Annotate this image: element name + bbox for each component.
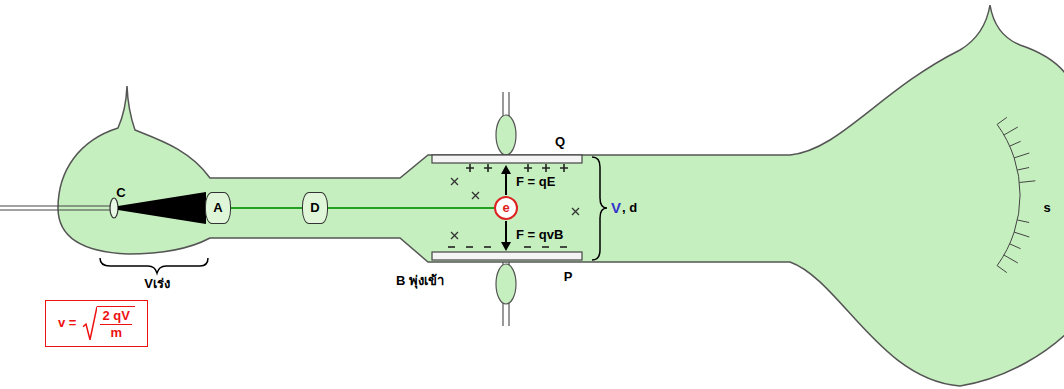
cross-mark: [451, 232, 458, 239]
scale-ticks: [997, 117, 1035, 272]
minus-sign: [466, 246, 473, 248]
scale-arc: [997, 124, 1020, 265]
numerator: 2 qV: [100, 309, 131, 325]
square-root: 2 qVm: [82, 306, 134, 341]
electron-beam: [231, 208, 302, 209]
voltage-label: Vเร่ง: [144, 277, 170, 291]
plate-p: [432, 252, 582, 260]
force-arrow: [505, 172, 507, 195]
cross-mark: [572, 208, 579, 215]
beam-line: [328, 207, 494, 209]
glass-tube: [58, 5, 1064, 386]
plate-q: [432, 155, 582, 163]
electrode-letter: A: [213, 201, 222, 215]
electrode-letter: D: [310, 201, 319, 215]
cross-mark: [472, 192, 479, 199]
force-arrow: [505, 221, 507, 244]
cathode-wire: [0, 210, 112, 211]
minus-sign: [560, 246, 567, 248]
minus-sign: [448, 246, 455, 248]
separation-label: , d: [622, 201, 637, 215]
cathode-wire: [0, 206, 112, 207]
arrowhead: [501, 165, 511, 174]
voltage-symbol: V: [611, 200, 621, 217]
plus-signs: [466, 164, 568, 172]
electron-beam: [328, 208, 494, 209]
plus-sign: [524, 164, 532, 172]
cross-mark: [451, 178, 458, 185]
anode-cylinder: A: [205, 192, 231, 224]
slit-cylinder: D: [302, 192, 328, 224]
cathode: [110, 198, 118, 218]
side-bulb: [496, 115, 516, 155]
plate-letter: Q: [555, 135, 565, 149]
cathode-letter: C: [116, 186, 125, 200]
force-label: F = qE: [516, 175, 555, 189]
beam-line: [231, 207, 302, 209]
deflection-label: s: [1041, 201, 1052, 215]
particle-symbol: e: [502, 201, 509, 215]
electron-circle: e: [494, 196, 518, 220]
fraction: 2 qVm: [97, 306, 134, 341]
force-label: F = qvB: [516, 228, 563, 242]
arrowhead: [501, 242, 511, 251]
formula-lhs: v =: [58, 316, 76, 330]
brace: [100, 258, 208, 273]
formula-box: v = 2 qVm: [45, 300, 148, 347]
plus-sign: [484, 164, 492, 172]
side-bulb: [496, 264, 516, 304]
minus-sign: [524, 246, 531, 248]
plate-letter: P: [564, 270, 573, 284]
plus-sign: [466, 164, 474, 172]
screen-scale: [997, 117, 1035, 272]
plus-sign: [560, 164, 568, 172]
radical-sign: [82, 306, 97, 341]
electron-cone: [118, 192, 206, 224]
radical-stroke: [83, 307, 97, 340]
denominator: m: [110, 325, 122, 340]
brace: [592, 157, 607, 260]
field-direction-label: B พุ่งเข้า: [396, 274, 444, 288]
minus-sign: [542, 246, 549, 248]
plus-sign: [542, 164, 550, 172]
minus-sign: [484, 246, 491, 248]
